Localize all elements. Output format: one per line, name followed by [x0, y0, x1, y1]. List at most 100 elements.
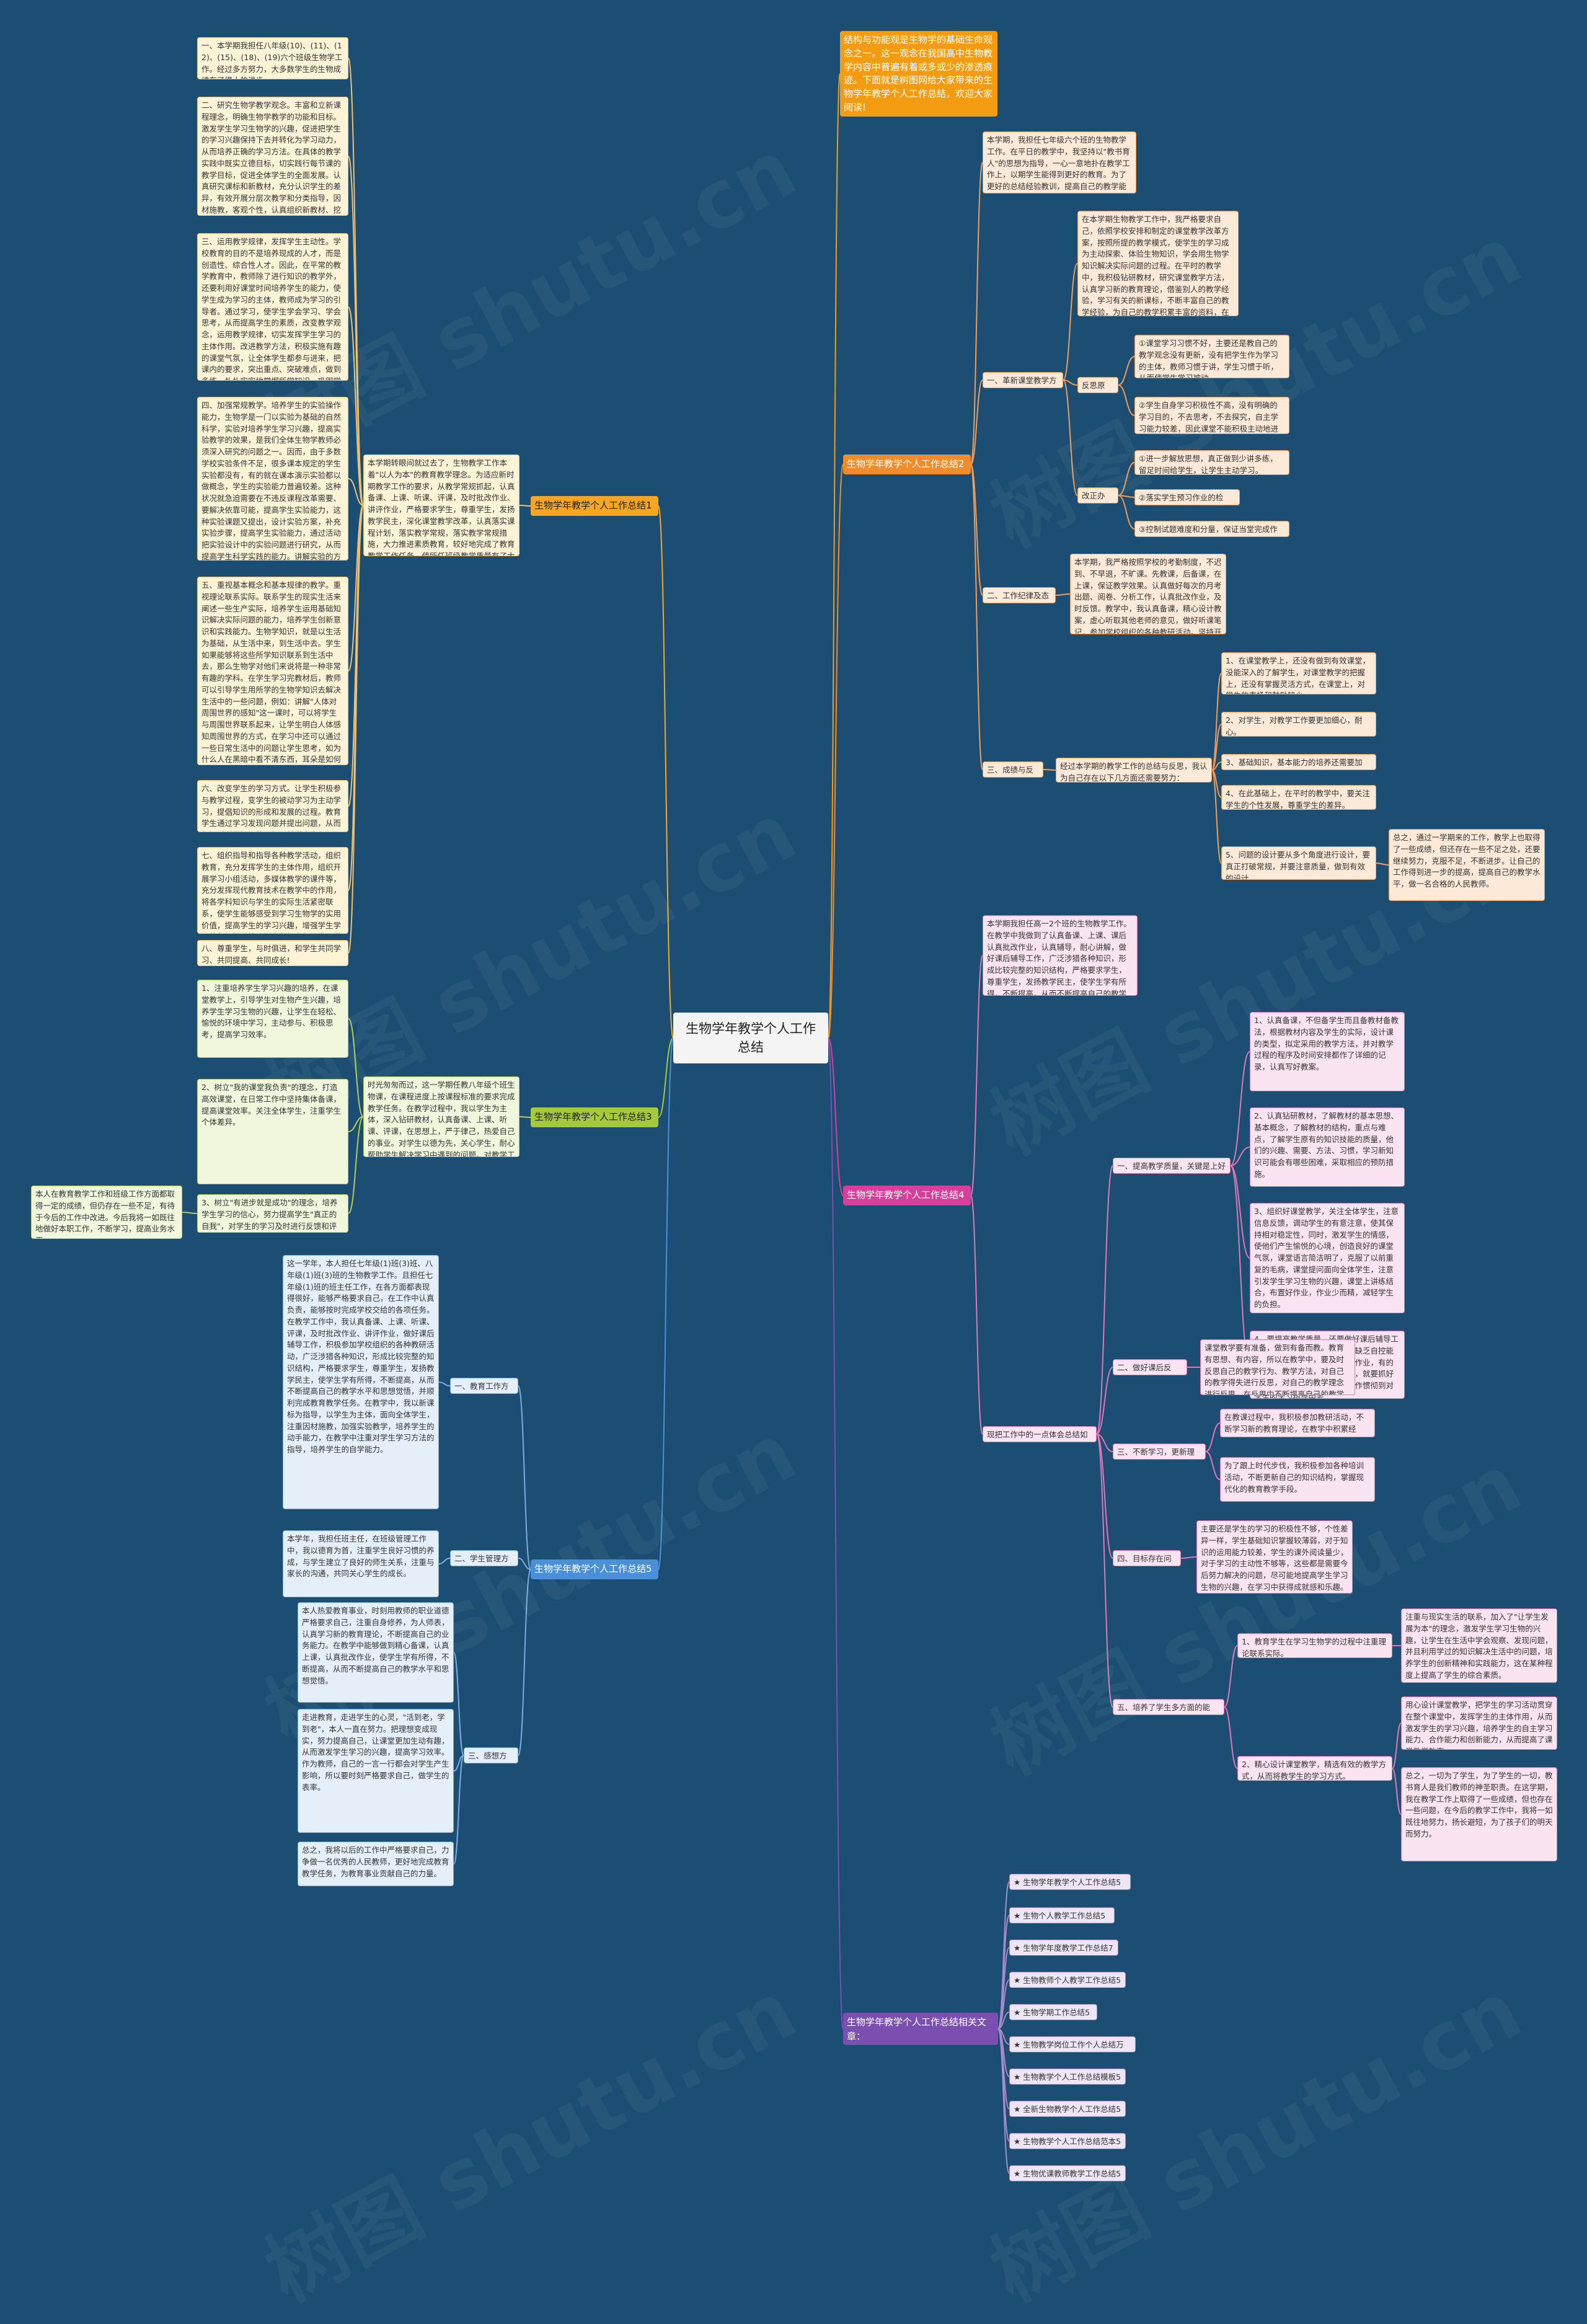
- related-link[interactable]: ★ 生物学年度教学工作总结7篇: [1009, 1940, 1118, 1956]
- connector: [518, 1385, 531, 1570]
- branch-4-hub[interactable]: 现把工作中的一点体会总结如下:: [983, 1426, 1097, 1442]
- connector: [348, 1018, 364, 1117]
- branch-2-reflect-1[interactable]: ①课堂学习习惯不好，主要还是教自己的教学观念没有更新，没有把学生作为学习的主体，…: [1134, 335, 1289, 378]
- branch-5-sub-1-text[interactable]: 这一学年，本人担任七年级(1)班(3)班、八年级(1)班(3)班的生物教学工作。…: [283, 1255, 439, 1509]
- branch-5-sub-2-text[interactable]: 本学年，我担任班主任，在班级管理工作中，我以德育为首，注重学生良好习惯的养成，与…: [283, 1530, 439, 1597]
- connector: [1230, 1051, 1250, 1166]
- branch-4-sec-1-item-2[interactable]: 2、认真钻研教材，了解教材的基本思想、基本概念，了解教材的结构，重点与难点，了解…: [1250, 1107, 1405, 1187]
- branch-5-sub-3[interactable]: 三、感想方面: [464, 1747, 518, 1763]
- branch-4-sec-3[interactable]: 三、不断学习，更新理念。: [1113, 1444, 1206, 1460]
- branch-4-sec-5-text-1[interactable]: 注重与现实生活的联系，加入了"让学生发展为本"的理念，激发学生学习生物的兴趣，让…: [1401, 1608, 1557, 1683]
- related-link[interactable]: ★ 生物优课教师教学工作总结5篇: [1009, 2165, 1126, 2181]
- intro-note[interactable]: 结构与功能观是生物学的基础生命观念之一。这一观念在我国高中生物教学内容中普遍有着…: [840, 31, 997, 117]
- connector: [828, 1037, 844, 1196]
- branch-2-improve[interactable]: 改正办法：: [1077, 487, 1118, 503]
- branch-2-improve-2[interactable]: ②落实学生预习作业的检查。: [1134, 489, 1240, 505]
- branch-5[interactable]: 生物学年教学个人工作总结5: [531, 1559, 658, 1579]
- related-link[interactable]: ★ 生物教学岗位工作个人总结万能版: [1009, 2036, 1136, 2052]
- related-link[interactable]: ★ 生物教学个人工作总结模板5篇: [1009, 2069, 1126, 2085]
- branch-4-sec-2[interactable]: 二、做好课后反思。: [1113, 1359, 1187, 1375]
- branch-2-summary[interactable]: 总之，通过一学期来的工作，教学上也取得了一些成绩，但还存在一些不足之处，还要继续…: [1389, 829, 1545, 901]
- branch-2-sub-1[interactable]: 一、革新课堂教学方法: [983, 372, 1063, 388]
- branch-4-sec-1-item-3[interactable]: 3、组织好课堂教学，关注全体学生，注意信息反馈，调动学生的有意注意，使其保持相对…: [1250, 1203, 1405, 1313]
- branch-3[interactable]: 生物学年教学个人工作总结3: [531, 1107, 658, 1127]
- branch-2-sub-3-item-3[interactable]: 3、基础知识，基本能力的培养还需要加强。: [1221, 754, 1376, 770]
- related-link[interactable]: ★ 生物学年教学个人工作总结5篇: [1009, 1874, 1131, 1890]
- branch-2-sub-3-item-5[interactable]: 5、问题的设计要从多个角度进行设计，要真正打破常规，并要注意质量，做到有效的设计…: [1221, 846, 1376, 880]
- branch-1-item-1[interactable]: 一、本学期我担任八年级(10)、(11)、(12)、(15)、(18)、(19)…: [197, 37, 348, 79]
- branch-3-note[interactable]: 本人在教育教学工作和班级工作方面都取得一定的成绩，但仍存在一些不足，有待于今后的…: [31, 1186, 182, 1239]
- branch-4-sec-5-item-2[interactable]: 2、精心设计课堂教学，精选有效的教学方式，从而将教学生的学习方式。: [1237, 1756, 1392, 1781]
- branch-1-summary[interactable]: 本学期转眼间就过去了，生物教学工作本着"以人为本"的教育教学理念。为适应新时期教…: [363, 455, 519, 556]
- connector: [997, 1915, 1010, 2029]
- branch-4-sec-5-item-1[interactable]: 1、教育学生在学习生物学的过程中注重理论联系实际。: [1237, 1633, 1392, 1658]
- branch-1-item-3[interactable]: 三、运用教学规律，发挥学生主动性。学校教育的目的不是培养现成的人才，而是创造性、…: [197, 233, 348, 381]
- branch-4-sec-3-item-2[interactable]: 为了跟上时代步伐，我积极参加各种培训活动，不断更新自己的知识结构，掌握现代化的教…: [1220, 1457, 1375, 1502]
- branch-4[interactable]: 生物学年教学个人工作总结4: [843, 1186, 971, 1205]
- branch-2-sub-2[interactable]: 二、工作纪律及态度: [983, 587, 1056, 603]
- connector: [997, 2028, 1010, 2142]
- branch-5-sub-2[interactable]: 二、学生管理方面: [450, 1550, 518, 1566]
- connector: [1096, 1367, 1113, 1435]
- branch-2[interactable]: 生物学年教学个人工作总结2: [843, 455, 971, 474]
- branch-5-sub-3-item-2[interactable]: 走进教育，走进学生的心灵，"活到老，学到老"，本人一直在努力。把理想变成现实，努…: [298, 1709, 454, 1833]
- branch-2-sub-3-text[interactable]: 经过本学期的教学工作的总结与反思，我认为自己存在以下几方面还需要努力：: [1056, 758, 1212, 783]
- branch-4-sec-1-item-1[interactable]: 1、认真备课，不但备学生而且备教材备教法，根据教材内容及学生的实际，设计课的类型…: [1250, 1012, 1405, 1091]
- connector: [1063, 263, 1078, 381]
- related-link[interactable]: ★ 生物教学个人工作总结范本5篇: [1009, 2133, 1126, 2149]
- related-link[interactable]: ★ 生物学期工作总结5篇: [1009, 2004, 1097, 2020]
- branch-2-reflect[interactable]: 反思原因：: [1077, 377, 1118, 393]
- branch-2-intro[interactable]: 本学期，我担任七年级六个班的生物教学工作。在平日的教学中，我坚持以"教书育人"的…: [983, 131, 1136, 193]
- branch-1-item-6[interactable]: 六、改变学生的学习方式。让学生积极参与教学过程，变学生的被动学习为主动学习，提倡…: [197, 780, 348, 832]
- related-link[interactable]: ★ 全新生物教学个人工作总结5篇: [1009, 2101, 1126, 2117]
- branch-1-item-4[interactable]: 四、加强常规教学。培养学生的实验操作能力，生物学是一门以实验为基础的自然科学，实…: [197, 397, 348, 561]
- root-topic[interactable]: 生物学年教学个人工作总结: [673, 1013, 828, 1063]
- branch-3-item-3[interactable]: 3、树立"有进步就是成功"的理念，培养学生学习的信心，努力提高学生"真正的自我"…: [197, 1194, 348, 1233]
- connector: [997, 1979, 1010, 2029]
- connector: [1211, 724, 1222, 771]
- branch-2-reflect-2[interactable]: ②学生自身学习积极性不高，没有明确的学习目的，不去思考，不去探究，自主学习能力较…: [1134, 397, 1289, 434]
- branch-2-improve-3[interactable]: ③控制试题难度和分量，保证当堂完成作业。: [1134, 521, 1289, 537]
- related-link[interactable]: ★ 生物个人教学工作总结5篇: [1009, 1907, 1115, 1923]
- connector: [1118, 495, 1135, 530]
- connector: [828, 464, 844, 1039]
- connector: [1211, 673, 1222, 771]
- branch-4-sec-5[interactable]: 五、培养了学生多方面的能力。: [1113, 1699, 1224, 1715]
- branch-6[interactable]: 生物学年教学个人工作总结相关文章：: [843, 2013, 998, 2045]
- connector: [182, 1212, 198, 1214]
- branch-5-sub-3-item-1[interactable]: 本人热爱教育事业，时刻用教师的职业道德严格要求自己，注重自身修养，为人师表，认真…: [298, 1602, 454, 1703]
- connector: [1205, 1422, 1221, 1452]
- branch-2-sub-3-item-4[interactable]: 4、在此基础上，在平时的教学中，要关注学生的个性发展，尊重学生的差异。: [1221, 785, 1376, 810]
- branch-2-sub-3-item-2[interactable]: 2、对学生，对教学工作要更加细心，耐心。: [1221, 712, 1376, 737]
- branch-3-summary[interactable]: 时光匆匆而过，这一学期任教八年级个班生物课，在课程进度上按课程标准的要求完成教学…: [363, 1076, 519, 1157]
- branch-2-sub-1-text[interactable]: 在本学期生物教学工作中，我严格要求自己，依照学校安排和制定的课堂教学改革方案，按…: [1077, 211, 1239, 316]
- branch-4-sec-5-text-3[interactable]: 总之，一切为了学生，为了学生的一切，教书育人是我们教师的神圣职责。在这学期，我在…: [1401, 1767, 1557, 1861]
- branch-5-sub-3-item-3[interactable]: 总之，我将以后的工作中严格要求自己，力争做一名优秀的人民教师，更好地完成教育教学…: [298, 1842, 454, 1886]
- branch-2-sub-3-item-1[interactable]: 1、在课堂教学上，还没有做到有效课堂，没能深入的了解学生，对课堂教学的把握上，还…: [1221, 652, 1376, 694]
- branch-4-sec-2-text[interactable]: 课堂教学要有准备，做到有备而教。教育有思想、有内容，所以在教学中，要及时反思自己…: [1200, 1339, 1355, 1395]
- connector: [658, 1037, 674, 1118]
- branch-4-sec-5-text-2[interactable]: 用心设计课堂教学，把学生的学习活动贯穿在整个课堂中，发挥学生的主体作用，从而激发…: [1401, 1696, 1557, 1750]
- branch-1-item-7[interactable]: 七、组织指导和指导各种教学活动，组织教育，充分发挥学生的主体作用，组织开展学习小…: [197, 847, 348, 934]
- branch-1-item-5[interactable]: 五、重视基本概念和基本规律的教学。重视理论联系实际。联系学生的现实生活来阐述一些…: [197, 577, 348, 765]
- branch-4-intro[interactable]: 本学期我担任高一2个班的生物教学工作。在教学中我做到了认真备课、上课、课后认真批…: [983, 915, 1138, 996]
- branch-4-sec-4[interactable]: 四、目标存在问题。: [1113, 1550, 1181, 1566]
- branch-5-sub-1[interactable]: 一、教育工作方面: [450, 1378, 518, 1394]
- branch-4-sec-4-text[interactable]: 主要还是学生的学习的积极性不够，个性差异一样，学生基础知识掌握较薄弱，对于知识的…: [1196, 1520, 1353, 1594]
- branch-4-sec-3-item-1[interactable]: 在教课过程中，我积极参加教研活动，不断学习新的教育理论，在教学中积累经验，提高自…: [1220, 1409, 1375, 1437]
- connector: [1043, 769, 1056, 771]
- branch-3-item-2[interactable]: 2、树立"我的课堂我负责"的理念，打造高效课堂，在日常工作中坚持集体备课，提高课…: [197, 1079, 348, 1184]
- connector: [970, 464, 983, 596]
- branch-2-improve-1[interactable]: ①进一步解放思想，真正做到少讲多练，留足时间给学生，让学生主动学习。: [1134, 450, 1289, 475]
- branch-2-sub-3[interactable]: 三、成绩与反思: [983, 761, 1043, 778]
- branch-2-sub-2-text[interactable]: 本学期，我严格按照学校的考勤制度，不迟到、不早退，不旷课。先教课，后备课，在上课…: [1070, 554, 1226, 634]
- connector: [1118, 356, 1135, 386]
- branch-1[interactable]: 生物学年教学个人工作总结1: [531, 496, 658, 516]
- branch-4-sec-1[interactable]: 一、提高教学质量，关键是上好课。: [1113, 1158, 1231, 1174]
- related-link[interactable]: ★ 生物教师个人教学工作总结5篇: [1009, 1972, 1126, 1988]
- connector: [997, 2028, 1010, 2174]
- connector: [970, 162, 983, 465]
- branch-1-item-2[interactable]: 二、研究生物学教学观念。丰富和立新课程理念，明确生物学教学的功能和目标。激发学生…: [197, 97, 348, 216]
- branch-3-item-1[interactable]: 1、注重培养学生学习兴趣的培养，在课堂教学上，引导学生对生物产生兴趣，培养学生学…: [197, 980, 348, 1058]
- branch-1-item-8[interactable]: 八、尊重学生，与时俱进，和学生共同学习、共同提高、共同成长!: [197, 940, 348, 966]
